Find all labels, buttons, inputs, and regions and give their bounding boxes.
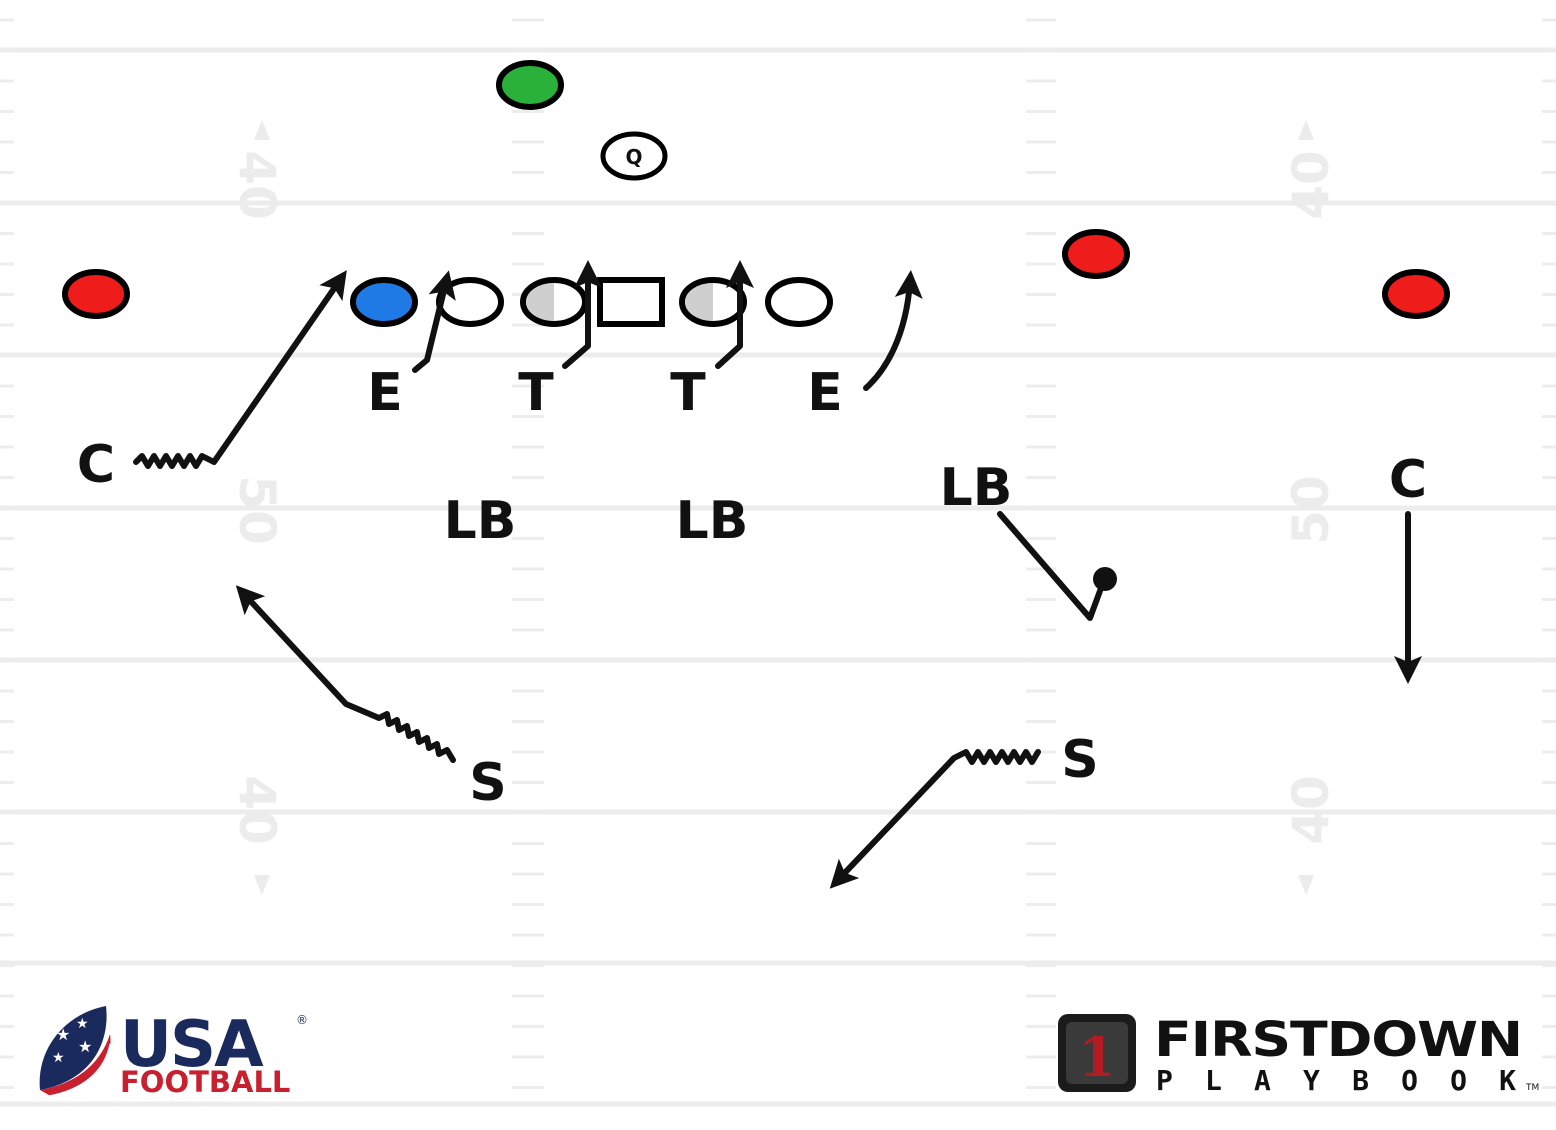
offense: Q <box>62 60 1450 327</box>
tackle-left-route <box>562 260 602 369</box>
guard-shade <box>685 283 713 321</box>
safety-right-route <box>829 749 1041 889</box>
tackle-right-route <box>715 260 754 369</box>
linebacker-right-label: LB <box>940 458 1013 518</box>
hash-marks <box>0 18 1556 1089</box>
linebacker-right-dot <box>1093 567 1117 591</box>
yard-number-40-top-right: 40 <box>1282 150 1340 220</box>
safety-left-route <box>235 585 456 763</box>
svg-text:★: ★ <box>78 1039 92 1056</box>
usa-football-ball-icon: ★ ★ ★ ★ <box>39 1006 115 1101</box>
corner-right-label: C <box>1389 450 1427 510</box>
right-tackle <box>765 277 833 327</box>
corner-left-label: C <box>77 435 115 495</box>
defense-routes <box>133 260 1422 889</box>
yard-arrow-icon <box>1298 120 1314 140</box>
playbook-wordmark: PLAYBOOK <box>1156 1064 1516 1097</box>
yard-number-40-bottom-right: 40 <box>1282 775 1340 845</box>
receiver-right <box>1382 269 1450 319</box>
firstdown-wordmark: FIRSTDOWN <box>1154 1012 1522 1068</box>
yard-arrow-icon <box>1298 875 1314 895</box>
yard-numbers: 40 50 40 40 50 40 <box>228 120 1340 895</box>
firstdown-badge-icon: 1 <box>1058 1014 1136 1092</box>
trademark: TM <box>1525 1083 1539 1093</box>
svg-text:★: ★ <box>52 1049 65 1065</box>
svg-text:1: 1 <box>1078 1025 1116 1089</box>
end-left-label: E <box>367 363 403 423</box>
quarterback-label: Q <box>625 145 642 169</box>
usa-football-registered: ® <box>296 1013 308 1027</box>
svg-text:★: ★ <box>56 1027 70 1044</box>
yard-number-40-bottom-left: 40 <box>228 775 286 845</box>
field-lines <box>0 47 1556 1107</box>
yard-number-50-left: 50 <box>228 475 286 545</box>
svg-text:★: ★ <box>76 1015 89 1031</box>
safety-left-label: S <box>469 753 506 813</box>
receiver-left <box>62 269 130 319</box>
left-tackle <box>436 277 504 327</box>
firstdown-playbook-logo: 1 FIRSTDOWN PLAYBOOK TM <box>1058 1012 1539 1097</box>
guard-shade <box>526 283 554 321</box>
center <box>597 277 665 327</box>
tight-end <box>350 277 418 327</box>
quarterback <box>600 131 668 181</box>
end-right-label: E <box>807 363 843 423</box>
yard-arrow-icon <box>254 875 270 895</box>
running-back <box>496 60 564 110</box>
yard-number-40-top-left: 40 <box>228 150 286 220</box>
yard-number-50-right: 50 <box>1282 475 1340 545</box>
tackle-right-label: T <box>670 363 706 423</box>
linebacker-left-label: LB <box>444 491 517 551</box>
yard-arrow-icon <box>254 120 270 140</box>
tackle-left-label: T <box>518 363 554 423</box>
end-right-route <box>863 270 923 391</box>
usa-football-wordmark-usa: USA <box>120 1008 264 1082</box>
linebacker-middle-label: LB <box>676 491 749 551</box>
usa-football-logo: ★ ★ ★ ★ USA ® FOOTBALL <box>39 1006 308 1101</box>
safety-right-label: S <box>1061 730 1098 790</box>
linebacker-right-route <box>997 511 1107 621</box>
usa-football-wordmark-football: FOOTBALL <box>120 1065 290 1099</box>
defense-labels: C E T T E LB LB LB C S S <box>77 363 1427 813</box>
end-left-route <box>412 270 456 373</box>
corner-left-route <box>133 270 347 469</box>
receiver-right-slot <box>1062 229 1130 279</box>
